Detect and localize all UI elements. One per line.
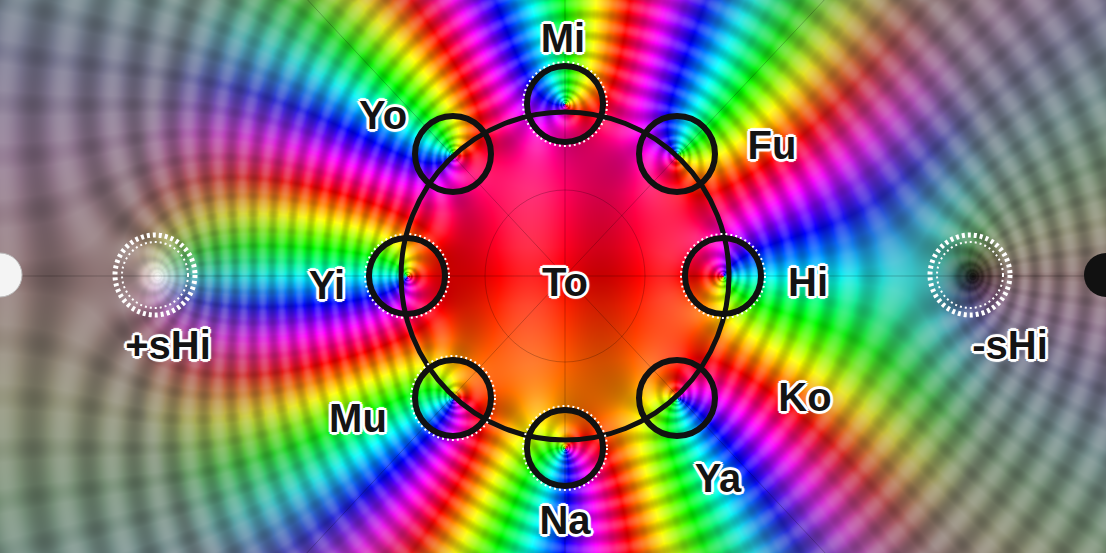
circle-outline (521, 404, 609, 492)
circle-outline (521, 60, 609, 148)
dotted-ring (523, 62, 607, 146)
edge-pole (0, 253, 22, 297)
circle-label: Fu (748, 125, 797, 165)
black-ring (369, 238, 445, 314)
zero-circle: Hi (679, 232, 767, 320)
circle-label: Yi (309, 265, 345, 305)
dotted-ring (681, 234, 765, 318)
dotted-ring (365, 234, 449, 318)
circle-label: Yo (359, 95, 407, 135)
circle-label: Ya (695, 458, 742, 498)
zero-circle: Yi (363, 232, 451, 320)
circle-outline (409, 354, 497, 442)
point-label: Ko (778, 377, 831, 417)
circle-label: +sHi (125, 325, 211, 365)
dotted-ring (411, 356, 495, 440)
zero-circle: Mi (521, 60, 609, 148)
zero-circle: Na (521, 404, 609, 492)
black-ring (639, 360, 715, 436)
dotted-ring (523, 406, 607, 490)
dashed-ring (122, 242, 188, 308)
edge-zero (1084, 253, 1106, 297)
black-ring (527, 66, 603, 142)
circle-outline (109, 229, 201, 321)
circle-outline (633, 354, 721, 442)
circle-label: -sHi (972, 325, 1048, 365)
circle-label: Mu (329, 398, 387, 438)
singularity-circle: +sHi (109, 229, 201, 321)
dashed-ring (937, 242, 1003, 308)
zero-circle: Mu (409, 354, 497, 442)
black-ring (685, 238, 761, 314)
singularity-circle: -sHi (924, 229, 1016, 321)
circle-outline (679, 232, 767, 320)
dashed-ring (930, 235, 1010, 315)
black-ring (401, 112, 729, 440)
zero-circle: Ya (633, 354, 721, 442)
circle-label: Na (539, 500, 590, 540)
circle-label: Hi (788, 262, 828, 302)
black-ring (415, 360, 491, 436)
black-ring (527, 410, 603, 486)
dashed-ring (115, 235, 195, 315)
circle-outline (924, 229, 1016, 321)
circle-label: To (542, 262, 588, 302)
circle-outline (363, 232, 451, 320)
circle-label: Mi (541, 18, 585, 58)
